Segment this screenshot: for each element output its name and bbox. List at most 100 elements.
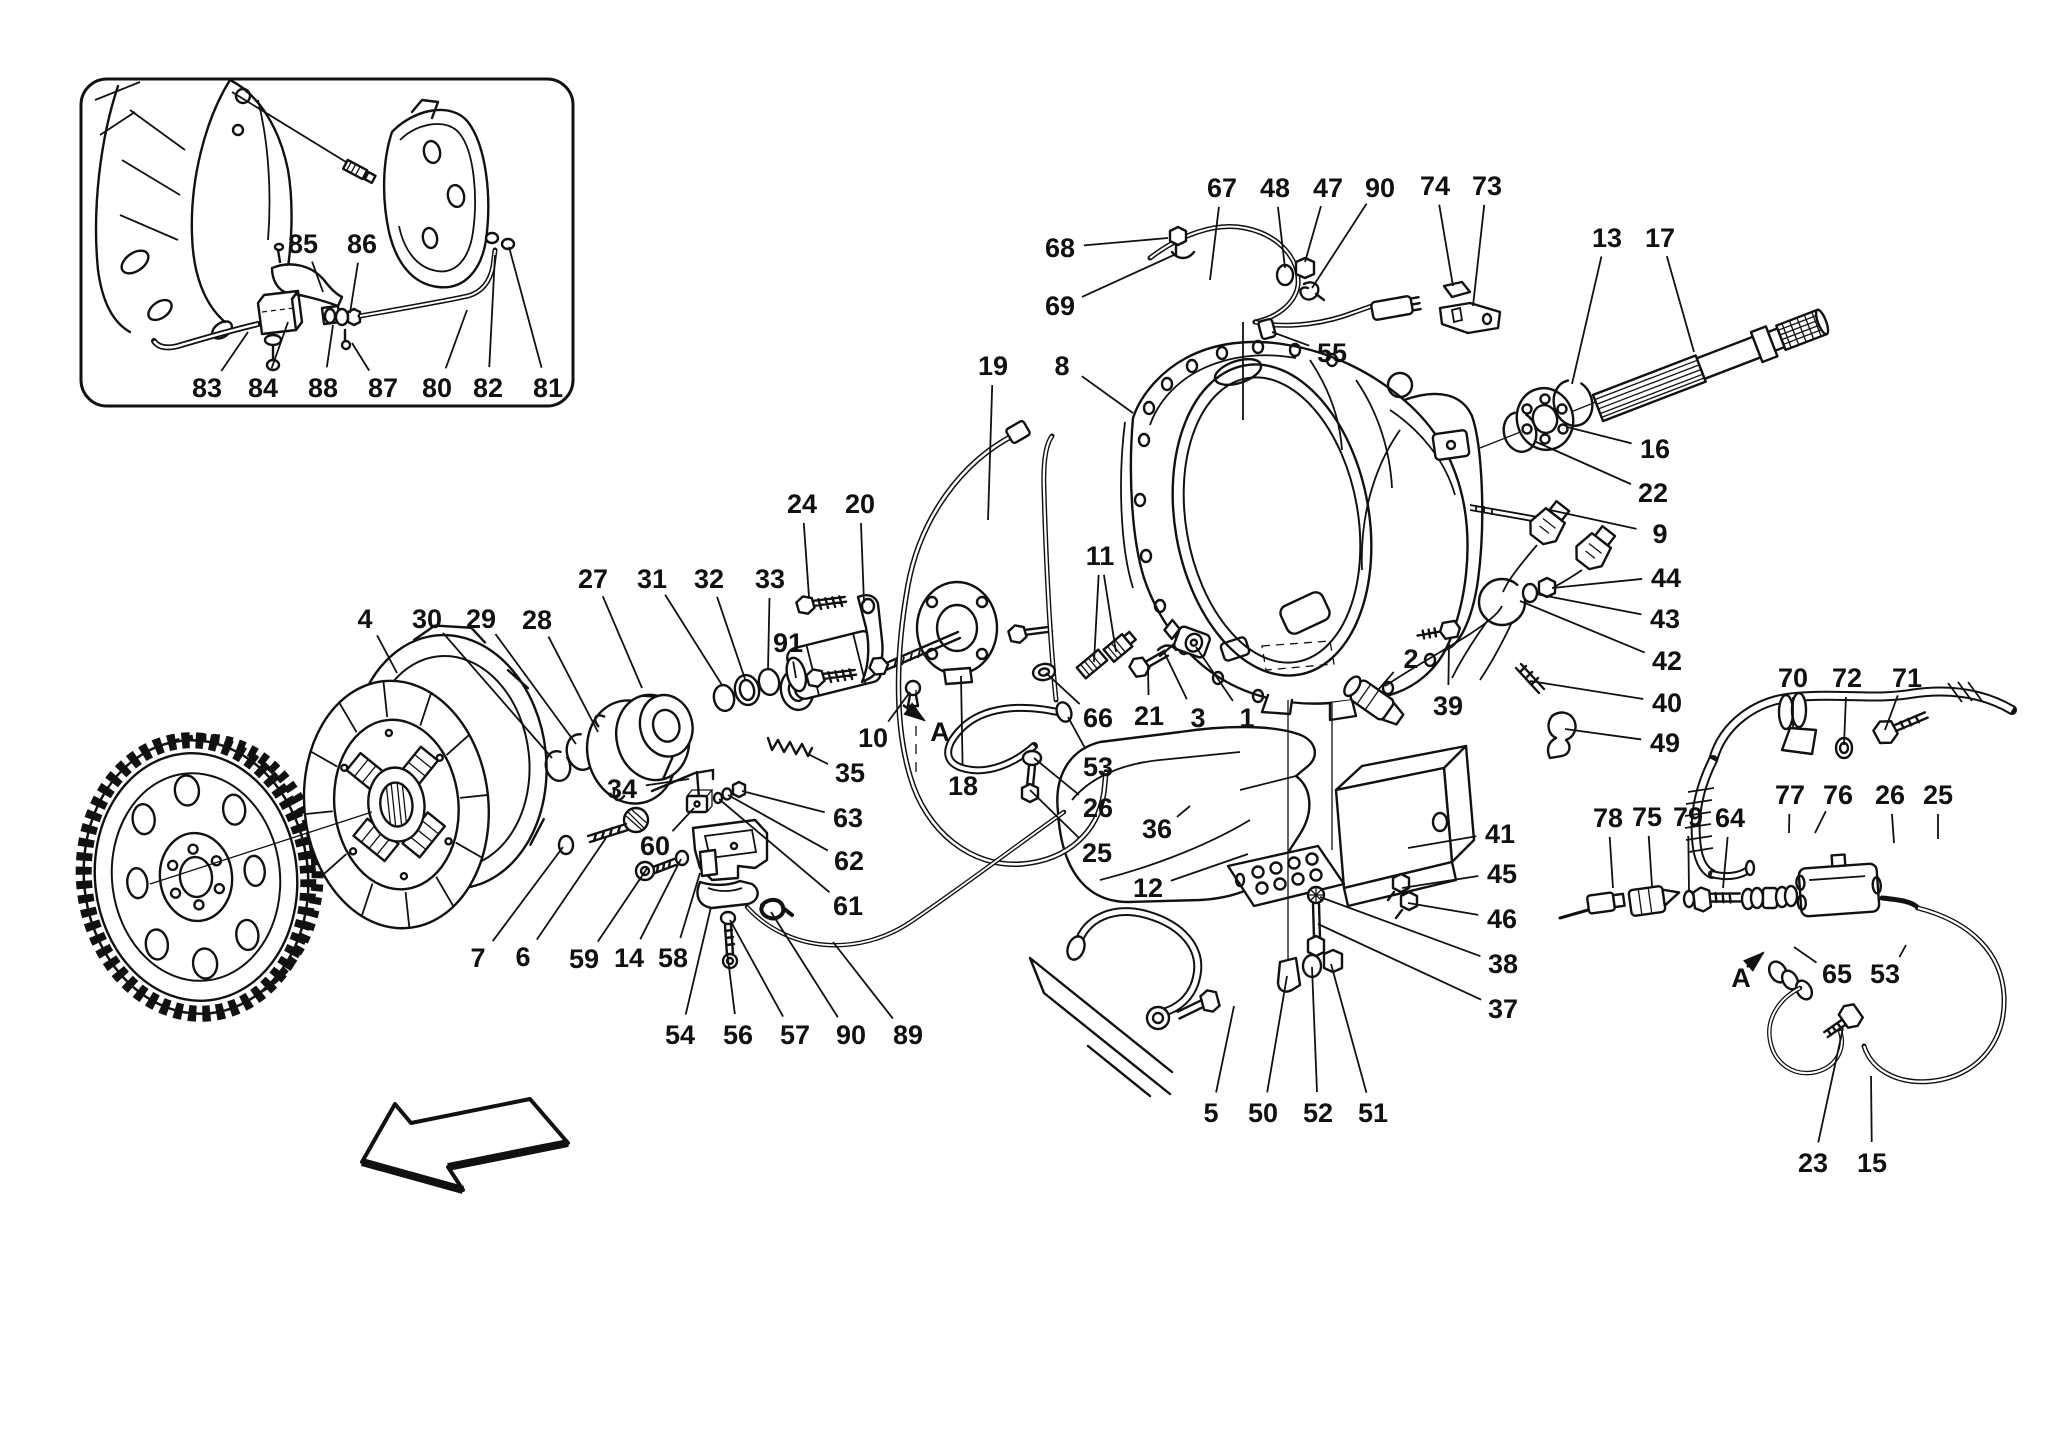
part-label-45-58: 45: [1487, 859, 1517, 889]
leader-line: [488, 254, 496, 368]
leader-line: [220, 331, 249, 372]
part-label-58-70: 58: [658, 943, 688, 973]
part-label-30-38: 30: [412, 604, 442, 634]
part-label-27-32: 27: [578, 564, 608, 594]
part-label-29-39: 29: [466, 604, 496, 634]
leader-line: [1817, 1027, 1844, 1143]
leader-line: [802, 522, 810, 598]
leader-line: [1029, 789, 1081, 840]
nut-44: [1537, 576, 1557, 599]
leader-line: [1209, 206, 1220, 281]
part-label-26-85: 26: [1875, 780, 1905, 810]
part-label-85-0: 85: [288, 229, 318, 259]
leader-line: [1083, 237, 1169, 247]
part-label-37-61: 37: [1488, 994, 1518, 1024]
leader-line: [508, 246, 543, 368]
leader-line: [726, 950, 736, 1015]
flywheel: [75, 732, 324, 1022]
slave-cylinder-group: [766, 580, 1054, 758]
part-label-3-48: 3: [1190, 703, 1205, 733]
leader-line: [645, 778, 690, 787]
part-label-17-21: 17: [1645, 223, 1675, 253]
inset-washers: [484, 231, 516, 251]
part-label-20-31: 20: [845, 489, 875, 519]
part-label-31-33: 31: [637, 564, 667, 594]
leader-line: [1472, 204, 1486, 307]
harness-clip: [1170, 250, 1196, 260]
part-label-8-19: 8: [1054, 351, 1069, 381]
part-label-73-16: 73: [1472, 171, 1502, 201]
hose-loop-53: [944, 433, 1211, 804]
part-label-13-20: 13: [1592, 223, 1622, 253]
part-label-21-47: 21: [1134, 701, 1164, 731]
sensor-2: [1343, 675, 1405, 726]
leader-line: [671, 807, 695, 832]
leader-line: [1304, 205, 1322, 263]
junction-block-53: [1795, 853, 1882, 918]
part-label-16-22: 16: [1640, 434, 1670, 464]
leader-line: [960, 675, 964, 766]
inset-pipe-core: [359, 249, 496, 317]
part-label-81-8: 81: [533, 373, 563, 403]
body-panel-lines: [1028, 956, 1174, 1098]
cable-89: [744, 809, 1067, 948]
part-label-47-13: 47: [1313, 173, 1343, 203]
part-label-23-93: 23: [1798, 1148, 1828, 1178]
leader-line: [1311, 203, 1368, 289]
part-label-69-10: 69: [1045, 291, 1075, 321]
part-label-91-36: 91: [773, 628, 803, 658]
part-label-25-86: 25: [1923, 780, 1953, 810]
union-fittings-65: [1740, 884, 1799, 911]
bleed-fitting-a: [1075, 648, 1109, 680]
leader-line: [1870, 1075, 1873, 1143]
part-label-88-4: 88: [308, 373, 338, 403]
leader-line: [597, 866, 649, 943]
leader-line: [491, 846, 564, 942]
clamp-55: [1257, 317, 1277, 341]
leader-line: [1571, 256, 1603, 385]
part-label-26-53: 26: [1083, 793, 1113, 823]
release-bearing: [585, 693, 694, 805]
part-label-10-42: 10: [858, 723, 888, 753]
leader-line: [1843, 696, 1847, 746]
leader-line: [1215, 1005, 1235, 1093]
leader-line: [639, 858, 682, 940]
washer-26: [1021, 749, 1043, 767]
leader-line: [1814, 810, 1827, 834]
part-label-39-51: 39: [1433, 691, 1463, 721]
pushrod-cluster: [557, 768, 769, 970]
leader-line: [832, 941, 894, 1020]
nut-63: [731, 780, 747, 799]
part-label-36-55: 36: [1142, 814, 1172, 844]
leader-line: [1311, 966, 1318, 1093]
part-label-79-89: 79: [1673, 802, 1703, 832]
part-label-80-6: 80: [422, 373, 452, 403]
part-label-6-67: 6: [515, 942, 530, 972]
leader-line: [1519, 600, 1646, 654]
part-label-54-71: 54: [665, 1020, 695, 1050]
part-label-50-77: 50: [1248, 1098, 1278, 1128]
leader-line: [716, 596, 746, 680]
leader-line: [1549, 509, 1637, 530]
part-label-60-63: 60: [640, 831, 670, 861]
part-label-82-7: 82: [473, 373, 503, 403]
leader-line: [1793, 946, 1817, 964]
part-label-63-62: 63: [833, 803, 863, 833]
stud-40: [1514, 662, 1546, 695]
leader-line: [1277, 206, 1286, 269]
part-label-53-52: 53: [1083, 752, 1113, 782]
part-label-43-26: 43: [1650, 604, 1680, 634]
bolt-5: [1176, 989, 1221, 1020]
view-arrow-1: [1743, 951, 1765, 972]
nut-47: [1294, 256, 1316, 280]
clutch-pipe-19: [895, 419, 1109, 867]
clamp-54: [696, 879, 759, 910]
leader-line: [1093, 574, 1100, 663]
view-letter-1: A: [1731, 963, 1751, 993]
part-label-14-69: 14: [614, 943, 644, 973]
input-shaft: [1591, 308, 1830, 423]
harness-bolt: [1168, 225, 1188, 257]
part-label-33-35: 33: [755, 564, 785, 594]
leader-line: [1317, 923, 1482, 1001]
